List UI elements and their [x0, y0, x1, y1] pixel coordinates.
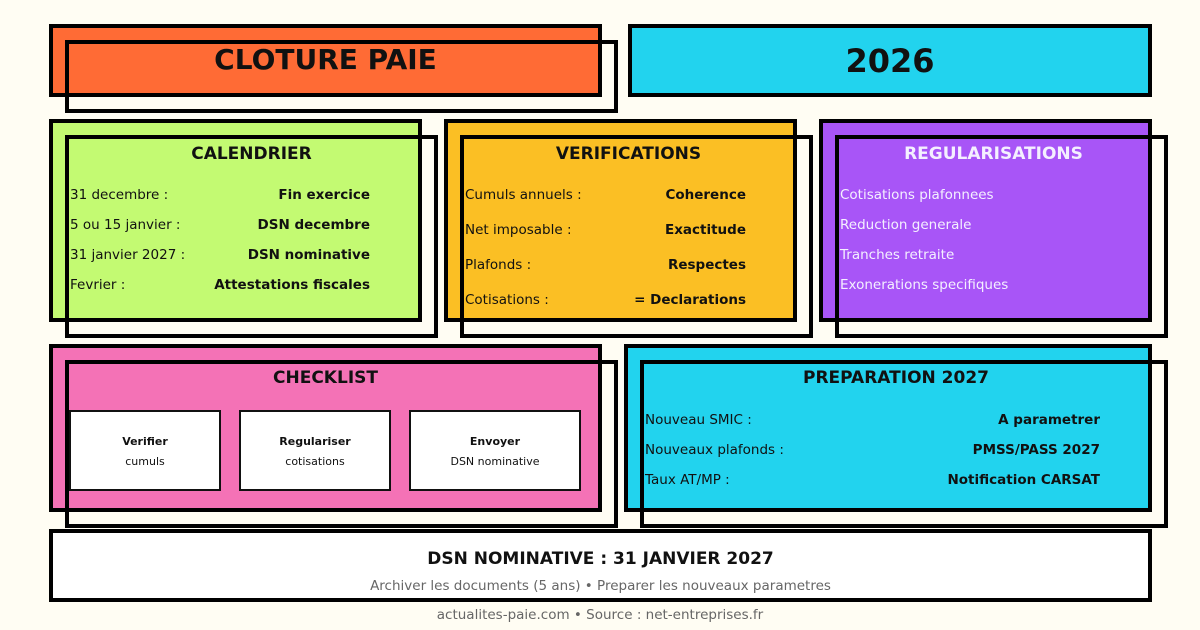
verifications-row-label: Cotisations :	[465, 292, 549, 308]
checklist-card-regulariser: Regulariser cotisations	[239, 410, 391, 491]
year-panel: 2026	[628, 24, 1152, 97]
verifications-panel	[444, 119, 797, 322]
preparation-title: PREPARATION 2027	[803, 368, 989, 388]
verifications-row-value: Respectes	[667, 257, 746, 273]
verifications-panel-outline	[460, 135, 813, 338]
regularisations-title: REGULARISATIONS	[904, 144, 1083, 164]
calendrier-content: CALENDRIER 31 decembre : Fin exercice 5 …	[69, 139, 434, 334]
regularisations-item: Exonerations specifiques	[840, 277, 1009, 293]
preparation-row-value: PMSS/PASS 2027	[972, 442, 1100, 458]
preparation-row-label: Nouveau SMIC :	[645, 412, 752, 428]
year-label: 2026	[845, 42, 935, 80]
checklist-panel-outline	[65, 360, 618, 528]
checklist-card-subtitle: cotisations	[285, 455, 345, 468]
preparation-panel	[624, 344, 1152, 512]
deadline-banner: DSN NOMINATIVE : 31 JANVIER 2027 Archive…	[49, 529, 1152, 602]
checklist-card-subtitle: cumuls	[125, 455, 165, 468]
verifications-title: VERIFICATIONS	[555, 144, 702, 164]
preparation-row-label: Taux AT/MP :	[645, 472, 730, 488]
verifications-content: VERIFICATIONS Cumuls annuels : Coherence…	[464, 139, 809, 334]
preparation-panel-outline	[640, 360, 1168, 528]
regularisations-item: Reduction generale	[840, 217, 972, 233]
preparation-row-value: Notification CARSAT	[947, 472, 1100, 488]
calendrier-row-label: Fevrier :	[70, 277, 126, 293]
preparation-content: PREPARATION 2027 Nouveau SMIC : A parame…	[644, 364, 1164, 524]
verifications-row-label: Cumuls annuels :	[465, 187, 582, 203]
calendrier-title: CALENDRIER	[191, 144, 312, 164]
regularisations-panel-outline	[835, 135, 1168, 338]
calendrier-row-label: 31 decembre :	[70, 187, 169, 203]
checklist-card-title: Regulariser	[279, 435, 351, 448]
calendrier-panel	[49, 119, 422, 322]
regularisations-content: REGULARISATIONS Cotisations plafonnees R…	[839, 139, 1164, 334]
calendrier-panel-outline	[65, 135, 438, 338]
source-credit: actualites-paie.com • Source : net-entre…	[436, 607, 764, 623]
regularisations-item: Tranches retraite	[840, 247, 955, 263]
verifications-row-label: Plafonds :	[465, 257, 532, 273]
deadline-subline: Archiver les documents (5 ans) • Prepare…	[370, 578, 831, 594]
calendrier-row-value: Fin exercice	[278, 187, 370, 203]
page-title: CLOTURE PAIE	[214, 43, 437, 76]
checklist-card-verifier: Verifier cumuls	[69, 410, 221, 491]
verifications-row-label: Net imposable :	[465, 222, 572, 238]
checklist-card-title: Verifier	[122, 435, 168, 448]
checklist-card-subtitle: DSN nominative	[450, 455, 540, 468]
checklist-title: CHECKLIST	[273, 368, 378, 388]
calendrier-row-value: DSN nominative	[247, 247, 370, 263]
regularisations-item: Cotisations plafonnees	[840, 187, 994, 203]
calendrier-row-value: DSN decembre	[257, 217, 370, 233]
title-panel-outline	[65, 40, 618, 113]
verifications-row-value: Coherence	[665, 187, 746, 203]
preparation-row-label: Nouveaux plafonds :	[645, 442, 784, 458]
verifications-row-value: = Declarations	[634, 292, 746, 308]
title-panel	[49, 24, 602, 97]
regularisations-panel	[819, 119, 1152, 322]
calendrier-row-label: 31 janvier 2027 :	[70, 247, 186, 263]
verifications-row-value: Exactitude	[664, 222, 746, 238]
calendrier-row-label: 5 ou 15 janvier :	[70, 217, 181, 233]
checklist-card-title: Envoyer	[469, 435, 521, 448]
calendrier-row-value: Attestations fiscales	[214, 277, 370, 293]
checklist-card-envoyer: Envoyer DSN nominative	[409, 410, 581, 491]
deadline-headline: DSN NOMINATIVE : 31 JANVIER 2027	[427, 549, 774, 569]
preparation-row-value: A parametrer	[998, 412, 1100, 428]
